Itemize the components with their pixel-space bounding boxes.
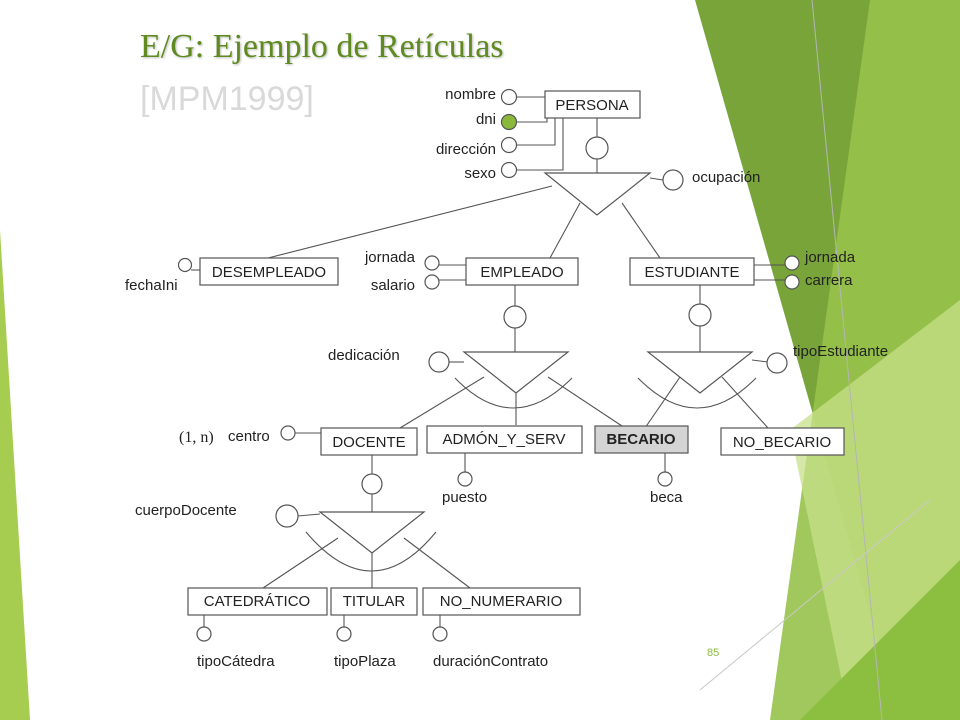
attribute-jornada-est-circle (784, 255, 800, 271)
attribute-dni-label: dni (476, 111, 496, 128)
entity-no-becario-label: NO_BECARIO (733, 434, 831, 451)
entity-estudiante-label: ESTUDIANTE (644, 264, 739, 281)
thin-grey-line-a (811, 0, 883, 720)
admon-group: ADMÓN_Y_SERV puesto (426, 425, 583, 506)
entity-catedratico[interactable] (187, 587, 328, 616)
attribute-beca-circle (657, 471, 673, 487)
generalization-persona-triangle: ocupación (267, 169, 760, 259)
attribute-sexo-label: sexo (464, 165, 496, 182)
attribute-centro-label: centro (228, 428, 270, 445)
attribute-dedicacion-label: dedicación (328, 347, 400, 364)
desempleado-group: fechaIni DESEMPLEADO (125, 257, 339, 294)
entity-titular-label: TITULAR (343, 593, 406, 610)
entity-persona[interactable] (544, 90, 641, 119)
attribute-fechaini-label: fechaIni (125, 277, 178, 294)
entity-admon-y-serv-label: ADMÓN_Y_SERV (442, 431, 565, 448)
empleado-group: jornada salario EMPLEADO (364, 249, 579, 352)
entity-becario-label: BECARIO (606, 431, 676, 448)
generalization-persona-circle (585, 136, 609, 160)
entity-empleado[interactable] (465, 257, 579, 286)
entity-no-numerario-label: NO_NUMERARIO (440, 593, 563, 610)
entity-no-becario[interactable] (720, 427, 845, 456)
bottom-green-triangle (800, 560, 960, 720)
entity-persona-label: PERSONA (555, 97, 628, 114)
attribute-beca-label: beca (650, 489, 683, 506)
entity-no-numerario[interactable] (422, 587, 581, 616)
generalization-docente-triangle: cuerpoDocente (135, 502, 471, 589)
attribute-jornada-est-label: jornada (804, 249, 856, 266)
attribute-tipoplaza-circle (336, 626, 352, 642)
attribute-nombre-label: nombre (445, 86, 496, 103)
generalization-docente-circle (361, 473, 383, 495)
attribute-centro-circle (280, 425, 296, 441)
generalization-empleado-circle (503, 305, 527, 329)
attribute-direccion-label: dirección (436, 141, 496, 158)
entity-admon-y-serv[interactable] (426, 425, 583, 454)
attribute-salario-circle (424, 274, 440, 290)
attribute-tipocatedra-label: tipoCátedra (197, 653, 275, 670)
docente-group: (1, n) centro DOCENTE (179, 425, 418, 512)
thin-grey-line-b (699, 499, 931, 691)
becario-group: BECARIO beca (594, 425, 689, 506)
attribute-fechaini-circle (177, 257, 193, 273)
entity-desempleado-label: DESEMPLEADO (212, 264, 326, 281)
entity-docente-label: DOCENTE (332, 434, 405, 451)
attribute-cuerpodocente-circle (275, 504, 299, 528)
entity-docente[interactable] (320, 427, 418, 456)
page-number: 85 (707, 647, 720, 659)
entity-titular[interactable] (330, 587, 418, 616)
generalization-empleado-triangle: dedicación (328, 347, 626, 429)
left-green-stripe (0, 230, 30, 720)
attribute-dedicacion-circle (428, 351, 450, 373)
attribute-puesto-circle (457, 471, 473, 487)
attribute-duracioncontrato-circle (432, 626, 448, 642)
attribute-duracioncontrato-label: duraciónContrato (433, 653, 548, 670)
attribute-cuerpodocente-label: cuerpoDocente (135, 502, 237, 519)
attribute-sexo-circle (500, 161, 518, 179)
persona-group: PERSONA nombre dni dirección sexo (436, 86, 641, 182)
entity-catedratico-label: CATEDRÁTICO (204, 593, 310, 610)
attribute-salario-label: salario (371, 277, 415, 294)
entity-becario[interactable] (594, 425, 689, 454)
cardinality-label: (1, n) (179, 429, 214, 446)
entity-empleado-label: EMPLEADO (480, 264, 563, 281)
reference-watermark: [MPM1999] (140, 80, 314, 118)
slide-title: E/G: Ejemplo de Retículas (140, 28, 504, 65)
attribute-carrera-label: carrera (805, 272, 853, 289)
attribute-jornada-emp-label: jornada (364, 249, 416, 266)
attribute-tipoestudiante-label: tipoEstudiante (793, 343, 888, 360)
attribute-tipocatedra-circle (196, 626, 212, 642)
attribute-carrera-circle (784, 274, 800, 290)
generalization-estudiante-triangle: tipoEstudiante (637, 343, 888, 429)
attribute-direccion-circle (500, 136, 518, 154)
attribute-ocupacion-circle (662, 169, 684, 191)
entity-desempleado[interactable] (199, 257, 339, 286)
attribute-puesto-label: puesto (442, 489, 487, 506)
attribute-nombre-circle (500, 88, 518, 106)
entity-estudiante[interactable] (629, 257, 755, 286)
attribute-tipoestudiante-circle (766, 352, 788, 374)
estudiante-group: ESTUDIANTE jornada carrera (629, 249, 856, 352)
attribute-ocupacion-label: ocupación (692, 169, 760, 186)
attribute-tipoplaza-label: tipoPlaza (334, 653, 396, 670)
attribute-jornada-emp-circle (424, 255, 440, 271)
generalization-estudiante-circle (688, 303, 712, 327)
no-becario-group: NO_BECARIO (720, 427, 845, 456)
bottom-entities-group: CATEDRÁTICO TITULAR NO_NUMERARIO tipoCát… (187, 587, 581, 670)
identifier-dni-circle (500, 113, 518, 131)
